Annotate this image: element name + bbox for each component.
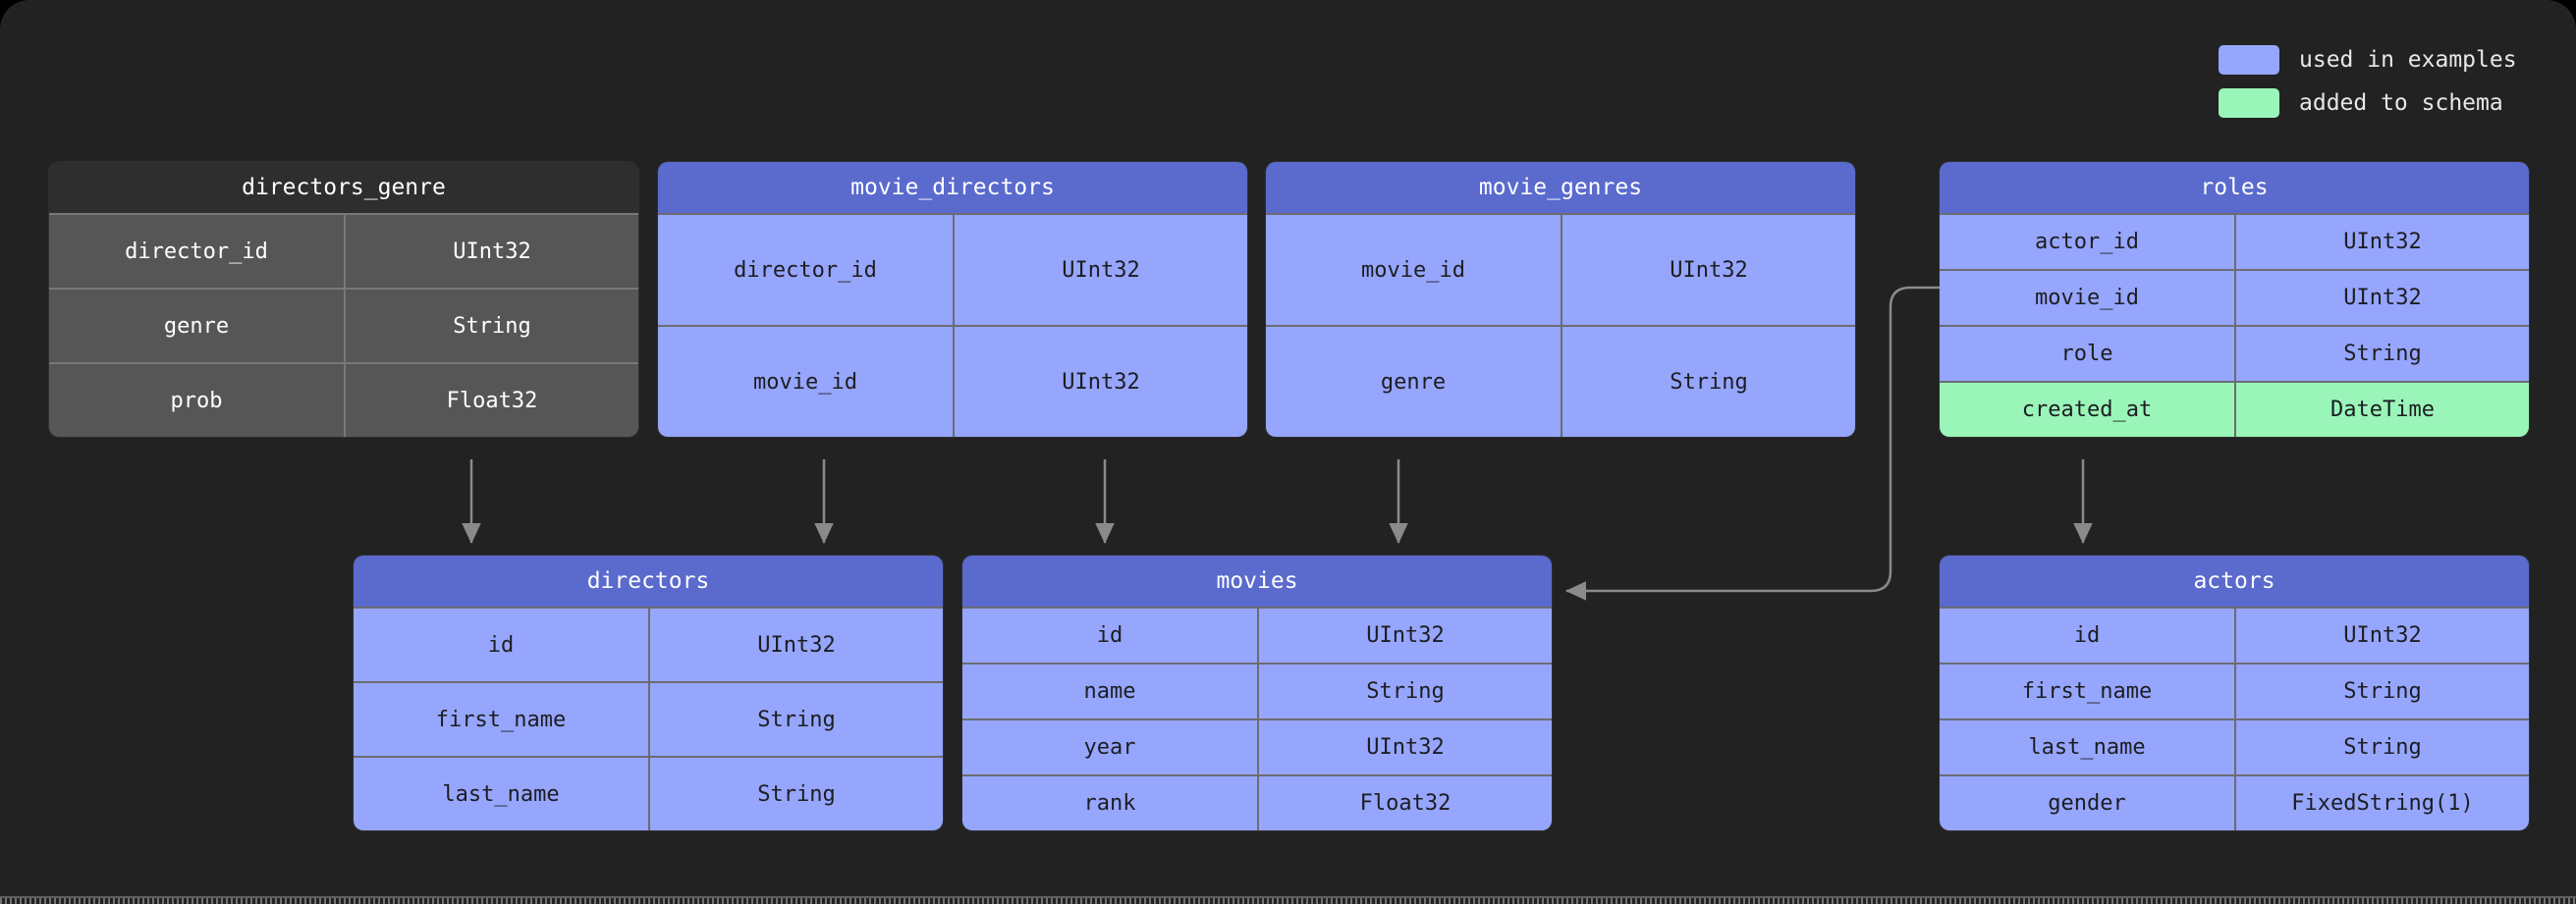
column-name: gender: [1940, 774, 2234, 830]
table-row[interactable]: prob Float32: [49, 362, 638, 437]
table-row[interactable]: gender FixedString(1): [1940, 774, 2529, 830]
table-row[interactable]: movie_id UInt32: [1266, 213, 1855, 325]
column-type: UInt32: [2234, 213, 2529, 269]
column-name: director_id: [49, 213, 344, 288]
table-row[interactable]: last_name String: [354, 756, 943, 830]
column-type: UInt32: [1257, 718, 1552, 774]
column-name: movie_id: [1266, 213, 1561, 325]
table-row[interactable]: role String: [1940, 325, 2529, 381]
column-type: String: [1257, 663, 1552, 718]
table-row[interactable]: first_name String: [354, 681, 943, 756]
table-title-roles: roles: [1940, 162, 2529, 213]
table-roles[interactable]: roles actor_id UInt32 movie_id UInt32 ro…: [1940, 162, 2529, 437]
table-row[interactable]: last_name String: [1940, 718, 2529, 774]
column-type: String: [344, 288, 638, 362]
column-type: UInt32: [1257, 607, 1552, 663]
table-row[interactable]: genre String: [49, 288, 638, 362]
table-movie-directors[interactable]: movie_directors director_id UInt32 movie…: [658, 162, 1247, 437]
column-name: actor_id: [1940, 213, 2234, 269]
column-name: director_id: [658, 213, 953, 325]
table-directors[interactable]: directors id UInt32 first_name String la…: [354, 556, 943, 830]
table-title-actors: actors: [1940, 556, 2529, 607]
legend-item-used-in-examples: used in examples: [2219, 45, 2517, 75]
bottom-clipped-text-artifact: [0, 898, 2576, 904]
table-row[interactable]: movie_id UInt32: [1940, 269, 2529, 325]
column-name: created_at: [1940, 381, 2234, 437]
color-swatch-blue-icon: [2219, 45, 2279, 75]
table-movie-genres[interactable]: movie_genres movie_id UInt32 genre Strin…: [1266, 162, 1855, 437]
column-name: year: [962, 718, 1257, 774]
table-title-movie-directors: movie_directors: [658, 162, 1247, 213]
column-name: name: [962, 663, 1257, 718]
column-name: genre: [49, 288, 344, 362]
table-movies[interactable]: movies id UInt32 name String year UInt32…: [962, 556, 1552, 830]
table-row[interactable]: genre String: [1266, 325, 1855, 437]
bottom-edge-divider: [0, 896, 2576, 898]
table-row[interactable]: actor_id UInt32: [1940, 213, 2529, 269]
table-title-directors: directors: [354, 556, 943, 607]
column-name: movie_id: [658, 325, 953, 437]
column-type: DateTime: [2234, 381, 2529, 437]
table-title-directors-genre: directors_genre: [49, 162, 638, 213]
column-name: last_name: [1940, 718, 2234, 774]
column-type: FixedString(1): [2234, 774, 2529, 830]
column-name: last_name: [354, 756, 648, 830]
table-title-movie-genres: movie_genres: [1266, 162, 1855, 213]
table-row[interactable]: id UInt32: [354, 607, 943, 681]
column-type: Float32: [1257, 774, 1552, 830]
table-row[interactable]: year UInt32: [962, 718, 1552, 774]
legend-item-added-to-schema: added to schema: [2219, 88, 2517, 118]
color-swatch-green-icon: [2219, 88, 2279, 118]
column-name: prob: [49, 362, 344, 437]
table-row[interactable]: rank Float32: [962, 774, 1552, 830]
column-type: UInt32: [953, 325, 1247, 437]
column-type: UInt32: [344, 213, 638, 288]
table-row[interactable]: director_id UInt32: [49, 213, 638, 288]
table-row[interactable]: first_name String: [1940, 663, 2529, 718]
table-title-movies: movies: [962, 556, 1552, 607]
column-type: UInt32: [953, 213, 1247, 325]
table-row[interactable]: id UInt32: [1940, 607, 2529, 663]
column-type: String: [648, 756, 943, 830]
legend-label-added-to-schema: added to schema: [2299, 90, 2503, 116]
column-type: String: [2234, 663, 2529, 718]
column-type: UInt32: [2234, 269, 2529, 325]
table-row[interactable]: id UInt32: [962, 607, 1552, 663]
column-type: UInt32: [1561, 213, 1855, 325]
column-name: rank: [962, 774, 1257, 830]
table-row[interactable]: director_id UInt32: [658, 213, 1247, 325]
column-name: role: [1940, 325, 2234, 381]
column-type: String: [648, 681, 943, 756]
column-type: String: [1561, 325, 1855, 437]
column-name: id: [1940, 607, 2234, 663]
column-name: genre: [1266, 325, 1561, 437]
column-name: id: [354, 607, 648, 681]
column-name: first_name: [1940, 663, 2234, 718]
legend-label-used-in-examples: used in examples: [2299, 47, 2517, 73]
table-directors-genre[interactable]: directors_genre director_id UInt32 genre…: [49, 162, 638, 437]
column-name: first_name: [354, 681, 648, 756]
table-row-added-created-at[interactable]: created_at DateTime: [1940, 381, 2529, 437]
table-actors[interactable]: actors id UInt32 first_name String last_…: [1940, 556, 2529, 830]
table-row[interactable]: name String: [962, 663, 1552, 718]
column-type: UInt32: [648, 607, 943, 681]
column-name: movie_id: [1940, 269, 2234, 325]
column-type: UInt32: [2234, 607, 2529, 663]
table-row[interactable]: movie_id UInt32: [658, 325, 1247, 437]
column-name: id: [962, 607, 1257, 663]
legend: used in examples added to schema: [2219, 45, 2517, 118]
column-type: Float32: [344, 362, 638, 437]
column-type: String: [2234, 718, 2529, 774]
column-type: String: [2234, 325, 2529, 381]
